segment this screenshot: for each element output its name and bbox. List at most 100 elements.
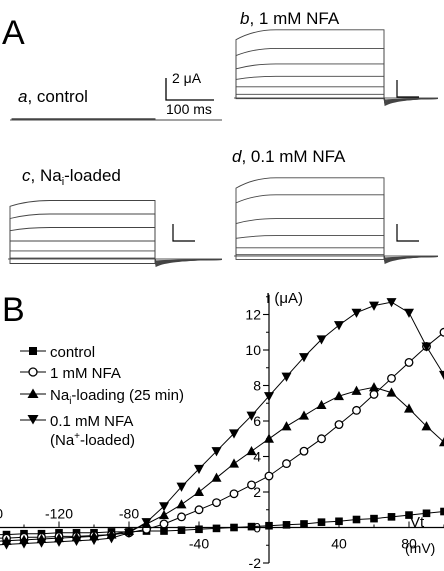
data-point (124, 528, 134, 539)
data-point (212, 524, 221, 533)
data-point (369, 382, 379, 392)
data-point (299, 410, 309, 420)
y-axis-title: I (μA) (266, 290, 303, 307)
x-tick-label: 80 (401, 536, 417, 552)
y-tick-label: -2 (249, 555, 262, 571)
x-tick-label: 40 (331, 536, 347, 552)
data-point (282, 521, 291, 529)
data-point (229, 429, 239, 439)
trace-label-d: d, 0.1 mM NFA (232, 147, 346, 166)
data-point (176, 499, 187, 509)
data-point (247, 480, 256, 490)
data-point (71, 536, 82, 547)
data-point (439, 370, 444, 381)
y-tick-label: 12 (245, 307, 261, 323)
y-tick-label: 0 (253, 520, 261, 536)
data-point (177, 526, 186, 534)
trace-sweep (235, 255, 439, 265)
data-point (264, 392, 274, 402)
trace-sweep (235, 63, 439, 103)
data-point (352, 515, 361, 524)
data-point (369, 301, 379, 311)
data-point (265, 521, 273, 530)
trace-tail-c: -loaded (64, 166, 121, 185)
scale-bar-c (172, 224, 195, 242)
data-point (177, 512, 186, 522)
data-point (404, 308, 414, 318)
data-point (387, 513, 396, 521)
current-trace-control (10, 118, 222, 121)
data-point (246, 445, 257, 456)
data-point (316, 399, 327, 410)
data-point (317, 434, 326, 444)
data-point (194, 486, 204, 496)
data-point (421, 421, 432, 431)
data-point (247, 522, 256, 531)
data-point (335, 517, 343, 526)
data-point (386, 387, 397, 397)
trace-sweep (235, 47, 439, 102)
series-triangle-down-filled (0, 298, 444, 550)
data-point (281, 421, 292, 431)
data-point (246, 411, 257, 421)
scale-bar-b (396, 80, 419, 98)
trace-label-b: b, 1 mM NFA (240, 9, 340, 28)
data-point (54, 537, 64, 547)
data-point (36, 538, 47, 548)
data-point (19, 539, 29, 549)
trace-letter-d: d (232, 147, 242, 166)
trace-text-b: , 1 mM NFA (249, 9, 339, 28)
scale-bar-d (396, 224, 419, 242)
data-point (195, 525, 203, 534)
data-point (229, 458, 239, 468)
panel-b-letter: B (2, 291, 25, 329)
data-point (334, 321, 344, 331)
trace-sweep (235, 29, 439, 101)
y-tick-label: 6 (253, 413, 261, 429)
trace-sweep (235, 218, 439, 261)
data-point (404, 403, 414, 413)
data-point (422, 509, 431, 518)
data-point (194, 464, 204, 475)
y-tick-label: 10 (245, 342, 261, 358)
data-point (194, 505, 204, 515)
data-point (351, 385, 362, 395)
data-point (299, 353, 309, 363)
legend: control 1 mM NFA Nai-loading (25 min) 0.… (20, 344, 184, 449)
data-point (352, 405, 361, 415)
legend-label-1mm-nfa: 1 mM NFA (50, 365, 121, 382)
data-point (334, 420, 344, 429)
trace-sweep (235, 194, 439, 260)
data-point (159, 519, 169, 529)
data-point (316, 335, 327, 345)
trace-label-a: a, control (18, 87, 88, 106)
trace-sweep (235, 177, 439, 259)
x-tick-label: -80 (119, 506, 139, 522)
data-point (404, 357, 414, 367)
x-axis-unit: (mV) (405, 540, 435, 556)
x-tick-label: -120 (45, 506, 73, 522)
data-point (141, 518, 152, 528)
data-point (281, 372, 292, 382)
data-point (439, 437, 444, 447)
trace-sweep (9, 258, 223, 268)
data-point (211, 447, 222, 457)
data-point (300, 520, 308, 528)
data-point (351, 308, 362, 318)
legend-item-nai-loading: Nai-loading (25 min) (20, 387, 184, 407)
y-tick-label: 4 (253, 449, 261, 465)
data-point (159, 509, 169, 520)
data-point (334, 390, 344, 401)
data-point (386, 298, 397, 308)
data-point (1, 540, 12, 550)
x-tick-label: -160 (0, 506, 3, 522)
data-point (211, 472, 222, 482)
current-trace-0-1mm-nfa (234, 177, 439, 265)
iv-plot-series (0, 298, 444, 550)
trace-letter-a: a (18, 87, 27, 106)
legend-item-1mm-nfa: 1 mM NFA (20, 365, 121, 382)
data-point (299, 446, 309, 456)
y-tick-label: 2 (253, 484, 261, 500)
